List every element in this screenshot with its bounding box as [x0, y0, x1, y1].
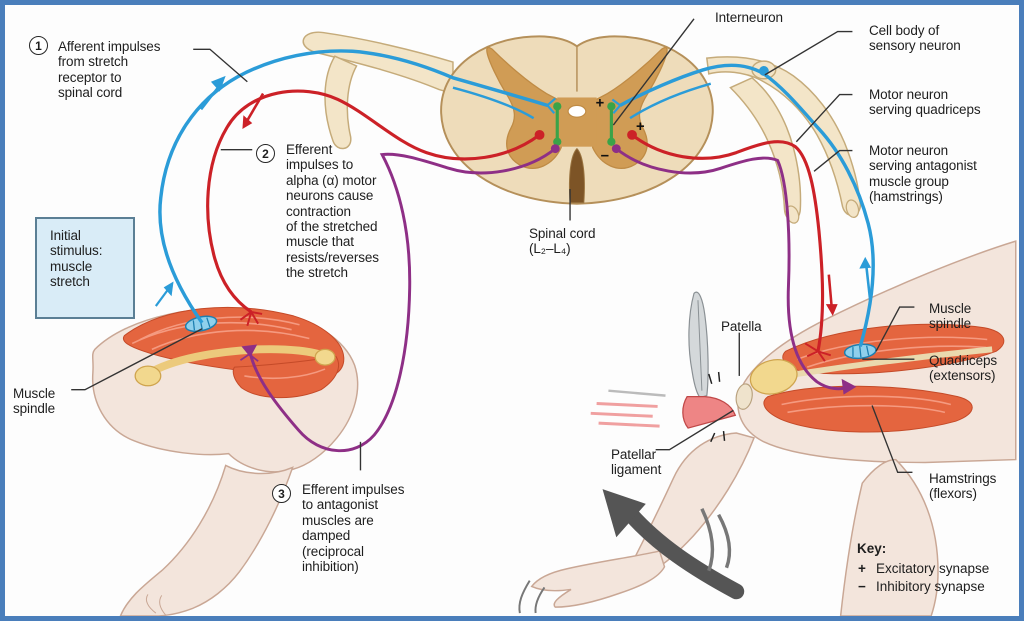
step-3-number: 3 — [272, 484, 291, 503]
step-2-number: 2 — [256, 144, 275, 163]
inhibitory-label: Inhibitory synapse — [876, 579, 985, 595]
inhibitory-symbol: − — [858, 579, 866, 595]
right-leg-illustration — [530, 240, 1017, 616]
step-1-label: Afferent impulses from stretch receptor … — [58, 39, 161, 101]
cell-body-label: Cell body of sensory neuron — [869, 23, 961, 54]
motor-neuron-quadriceps-label: Motor neuron serving quadriceps — [869, 87, 981, 118]
excitatory-symbol: + — [858, 561, 866, 576]
key-title: Key: — [857, 541, 887, 556]
spinal-cord-label: Spinal cord (L₂–L₄) — [529, 226, 596, 257]
spinal-cord-cross-section — [440, 35, 714, 205]
inhibitory-synapse-mark: − — [601, 148, 610, 164]
leader-lines — [71, 18, 915, 474]
key-row-inhibitory: − Inhibitory synapse — [857, 578, 989, 596]
patella-label: Patella — [721, 319, 762, 334]
legend-key: Key: + Excitatory synapse − Inhibitory s… — [857, 541, 989, 596]
excitatory-label: Excitatory synapse — [876, 561, 990, 576]
interneuron-label: Interneuron — [715, 10, 783, 25]
patellar-ligament-label: Patellar ligament — [611, 447, 662, 478]
quadriceps-label: Quadriceps (extensors) — [929, 353, 998, 384]
diagram-artwork: + + − — [71, 18, 1017, 616]
muscle-spindle-left — [184, 315, 218, 333]
step-3-label: Efferent impulses to antagonist muscles … — [302, 482, 405, 574]
step-2-label: Efferent impulses to alpha (α) motor neu… — [286, 142, 379, 280]
neural-pathways — [154, 49, 875, 453]
reflex-hammer — [590, 291, 737, 443]
initial-stimulus-label: Initial stimulus: muscle stretch — [50, 228, 103, 290]
excitatory-synapse-mark-2: + — [636, 119, 645, 135]
step-1-number: 1 — [29, 36, 48, 55]
hamstrings-label: Hamstrings (flexors) — [929, 471, 997, 502]
muscle-spindle-right-label: Muscle spindle — [929, 301, 972, 332]
left-leg-illustration — [91, 306, 359, 616]
key-row-excitatory: + Excitatory synapse — [857, 560, 989, 578]
kick-motion-arrow — [518, 489, 745, 614]
initial-stimulus-box: Initial stimulus: muscle stretch — [35, 217, 135, 319]
muscle-spindle-left-label: Muscle spindle — [13, 386, 56, 417]
motor-neuron-antagonist-label: Motor neuron serving antagonist muscle g… — [869, 143, 977, 205]
excitatory-synapse-mark-1: + — [596, 95, 605, 111]
